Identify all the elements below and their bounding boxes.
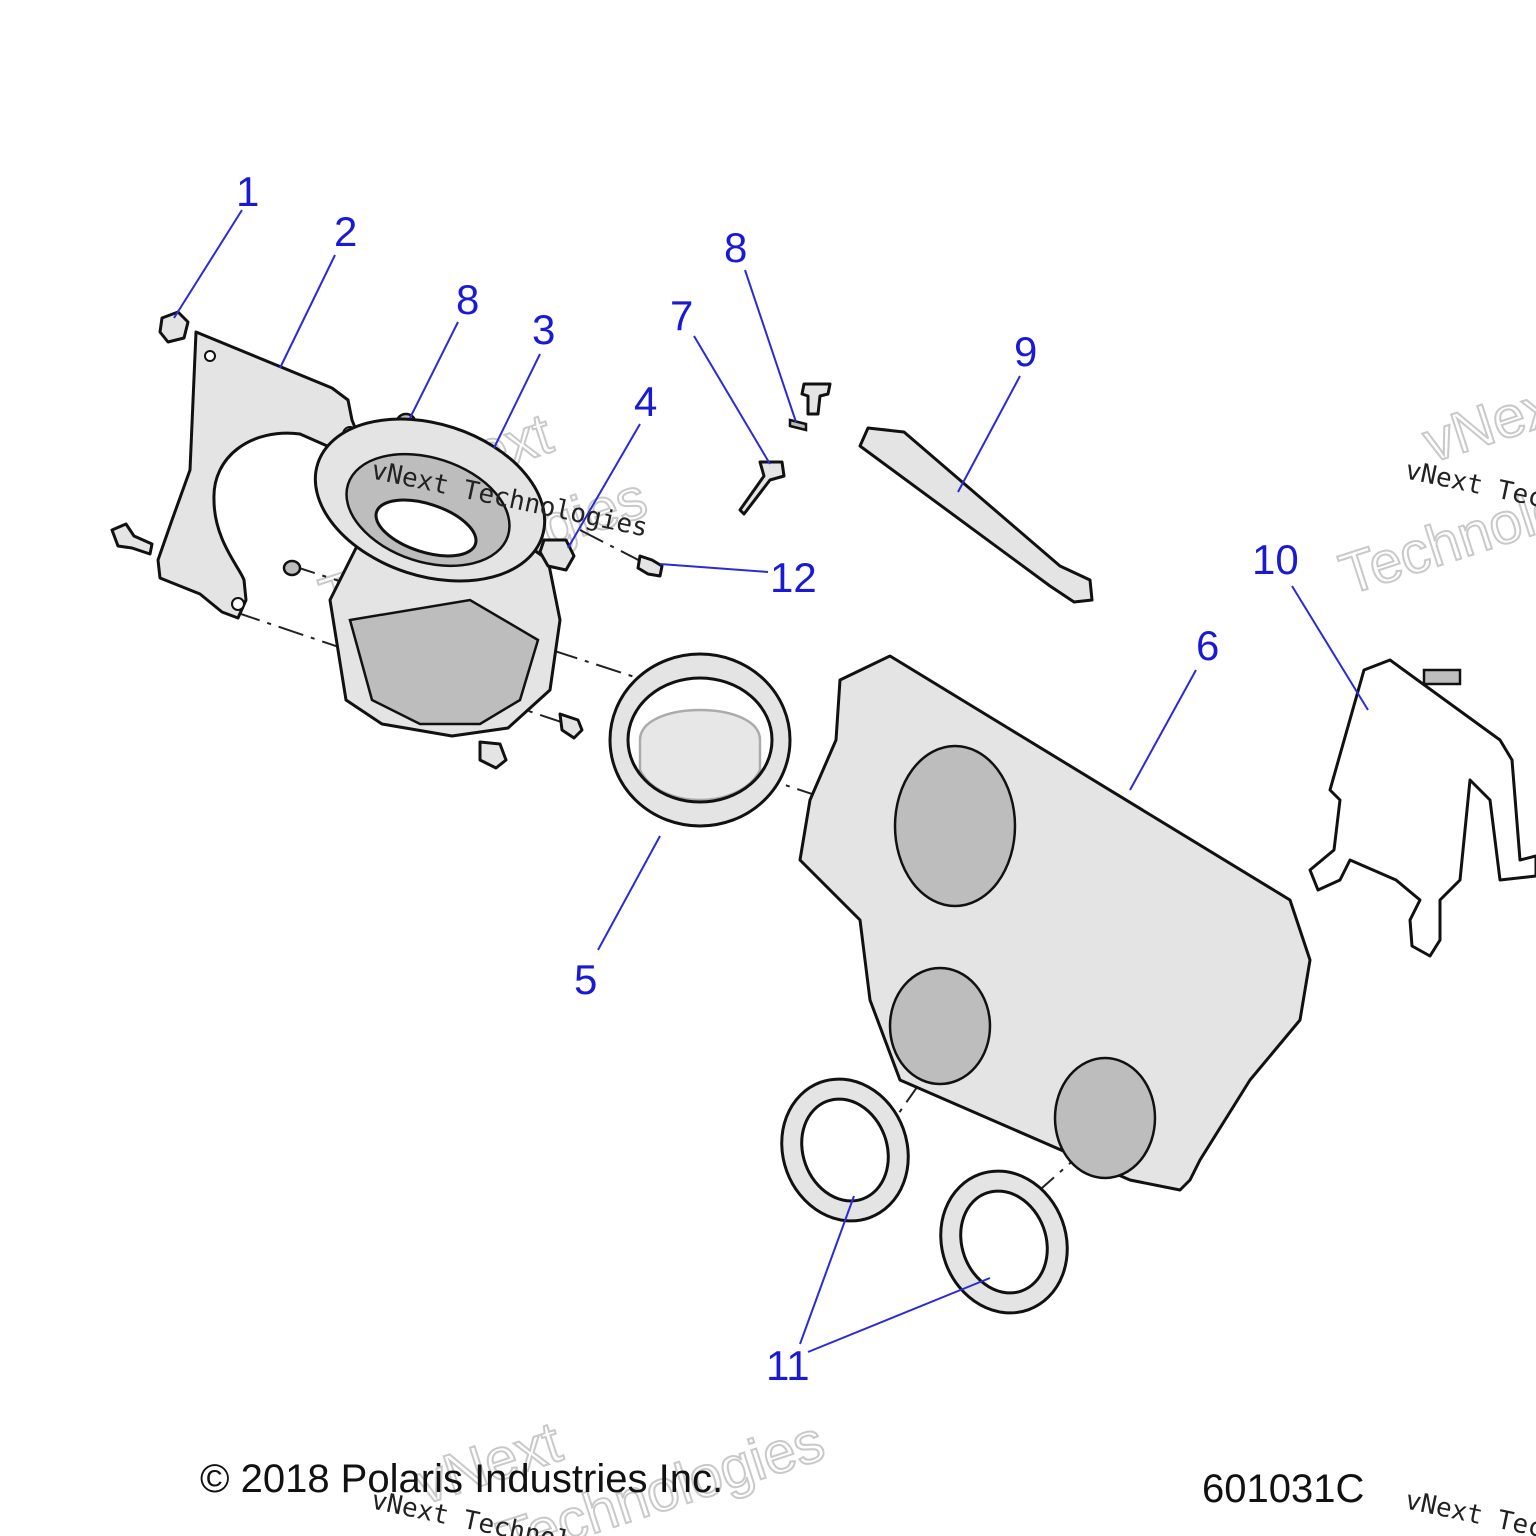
leader-line-11b [807, 1277, 991, 1353]
housing-part-6 [798, 654, 1312, 1192]
rivet-part-7 [738, 460, 786, 516]
callout-8a: 8 [456, 276, 479, 323]
copyright-text: © 2018 Polaris Industries Inc. [200, 1457, 723, 1501]
callout-11: 11 [766, 1342, 810, 1389]
bracket-plate-part-2 [156, 330, 362, 620]
callout-3: 3 [532, 306, 555, 353]
callout-1: 1 [236, 168, 259, 215]
callout-8b: 8 [724, 224, 747, 271]
callout-10: 10 [1252, 536, 1299, 583]
washer-part-8b [282, 559, 302, 577]
screw-part-2a [110, 522, 154, 556]
strap-part-9 [858, 426, 1094, 604]
leader-line-11a [799, 1195, 855, 1345]
watermark-word1-right: vNext [1415, 368, 1536, 476]
leader-line-3 [493, 353, 541, 449]
callout-4: 4 [634, 378, 657, 425]
diagram-id: 601031C [1202, 1467, 1364, 1511]
leader-line-6 [1129, 669, 1197, 791]
callout-9: 9 [1014, 328, 1037, 375]
leader-line-7 [693, 335, 771, 465]
grommet-part-11a [780, 1077, 910, 1223]
leader-line-1 [173, 209, 243, 319]
grommet-part-11b [939, 1169, 1069, 1315]
ring-part-5 [608, 652, 792, 828]
watermark-text-bottom-right: vNext Technologies [1403, 1486, 1536, 1536]
leader-line-9 [957, 375, 1021, 493]
callout-6: 6 [1196, 622, 1219, 669]
leader-line-12 [659, 563, 769, 573]
screw-part-4 [538, 538, 576, 572]
leader-line-2 [279, 254, 336, 369]
callout-2: 2 [334, 208, 357, 255]
pin-part-8 [788, 382, 832, 432]
leader-line-8b [744, 269, 797, 423]
leader-line-4 [567, 423, 641, 549]
intake-duct-part-3 [313, 417, 562, 738]
screw-part-4b [558, 712, 584, 740]
leader-line-8a [409, 321, 459, 419]
leader-line-10 [1291, 585, 1369, 711]
leader-line-5 [597, 835, 661, 951]
callout-7: 7 [670, 292, 693, 339]
callout-12: 12 [770, 554, 817, 601]
callout-5: 5 [574, 956, 597, 1003]
bracket-part-10 [1308, 658, 1536, 958]
screw-part-12 [636, 554, 664, 578]
screw-part-4c [478, 740, 508, 770]
